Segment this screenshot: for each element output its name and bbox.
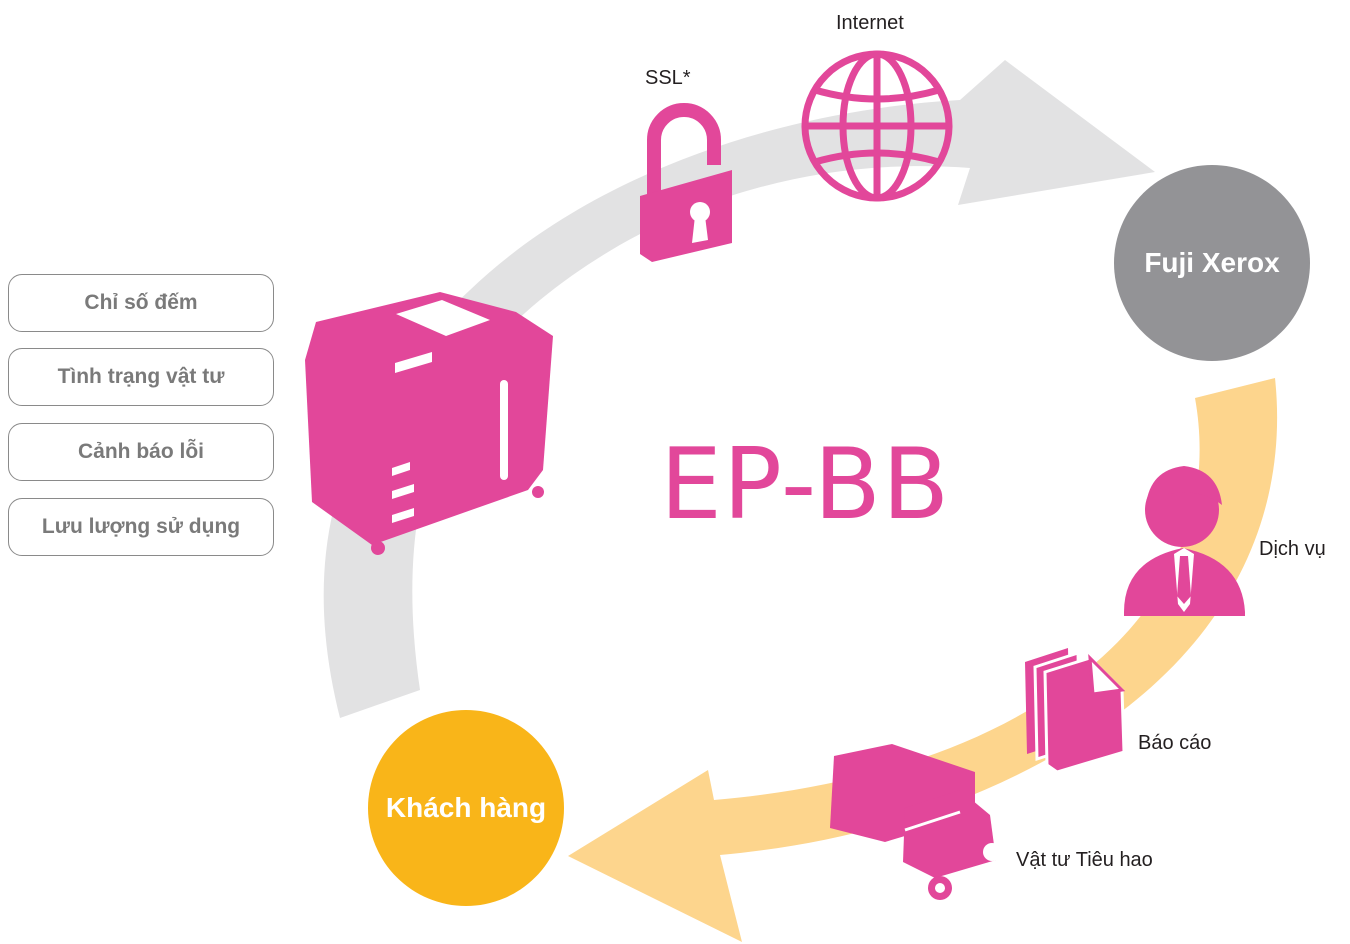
service-label: Dịch vụ bbox=[1259, 538, 1326, 560]
document-icon bbox=[1025, 648, 1126, 774]
gray-flow-arrow bbox=[323, 60, 1156, 718]
customer-node: Khách hàng bbox=[368, 710, 564, 906]
report-label: Báo cáo bbox=[1138, 732, 1212, 754]
printer-icon bbox=[305, 292, 553, 555]
person-icon bbox=[1124, 466, 1245, 616]
center-title: EP-BB bbox=[660, 428, 951, 542]
ssl-label: SSL* bbox=[645, 67, 691, 89]
data-item-counter: Chỉ số đếm bbox=[8, 274, 274, 332]
data-item-supply-status: Tình trạng vật tư bbox=[8, 348, 274, 406]
data-item-usage-volume: Lưu lượng sử dụng bbox=[8, 498, 274, 556]
fuji-xerox-node: Fuji Xerox bbox=[1114, 165, 1310, 361]
data-item-error-alert: Cảnh báo lỗi bbox=[8, 423, 274, 481]
globe-icon bbox=[801, 50, 953, 202]
padlock-icon bbox=[640, 103, 732, 262]
internet-label: Internet bbox=[836, 12, 904, 34]
peach-flow-arrow bbox=[568, 378, 1278, 942]
truck-icon bbox=[830, 744, 1001, 900]
supplies-label: Vật tư Tiêu hao bbox=[1016, 849, 1153, 871]
